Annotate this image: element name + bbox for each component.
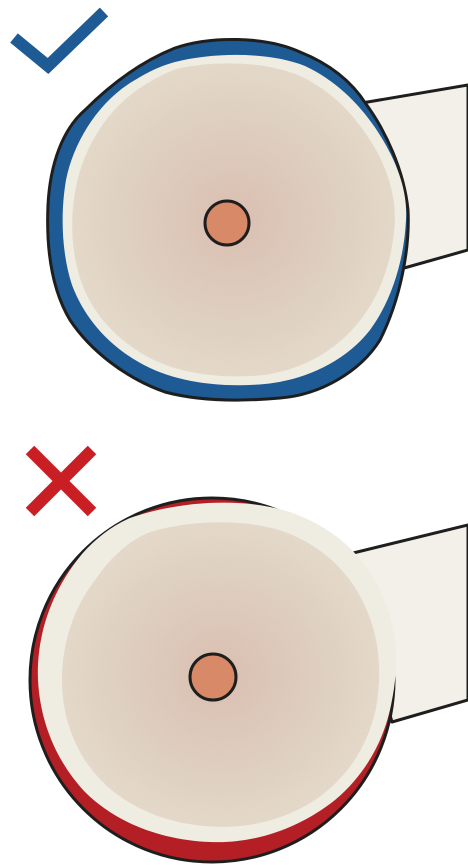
checkmark-icon — [14, 12, 104, 66]
incorrect-illustration — [0, 430, 468, 865]
correct-illustration — [0, 0, 468, 420]
disc-center — [190, 654, 236, 700]
disc-center — [205, 201, 249, 245]
incorrect-example-panel — [0, 430, 468, 865]
cross-icon — [30, 450, 92, 512]
correct-example-panel — [0, 0, 468, 420]
